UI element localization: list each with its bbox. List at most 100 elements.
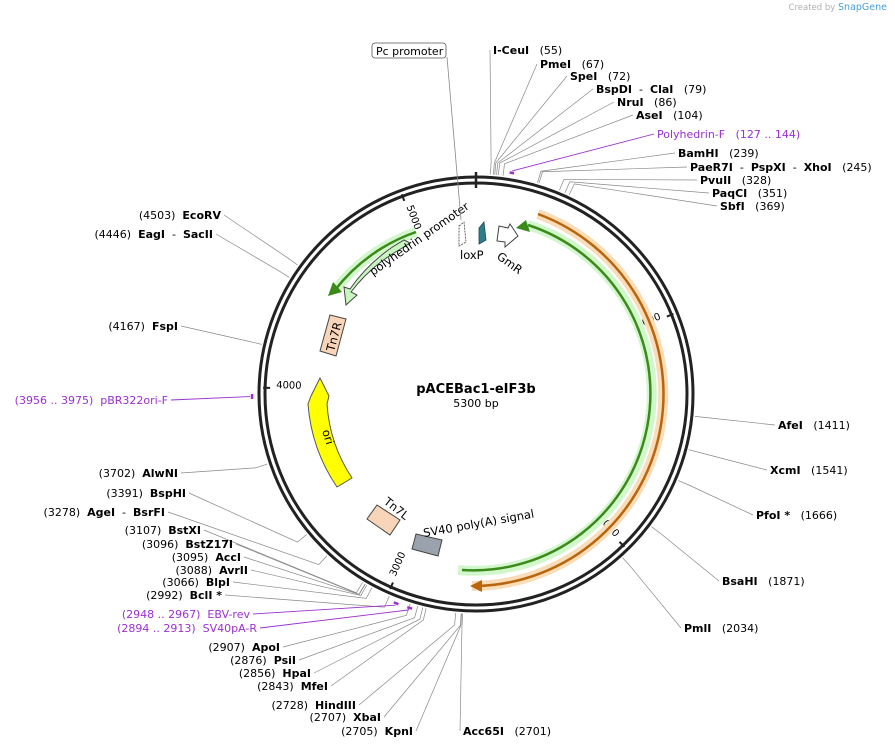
restriction-site[interactable]: AseI (104) — [636, 109, 703, 122]
primer-mark — [406, 606, 413, 610]
site-label-part: BsrFI — [133, 506, 165, 519]
sv40-feature[interactable] — [411, 533, 443, 557]
site-label: (2705) KpnI — [341, 725, 413, 738]
site-label-part: (72) — [597, 70, 630, 83]
restriction-site[interactable]: PaqCI (351) — [712, 187, 787, 200]
primer-label[interactable]: (3956 .. 3975) pBR322ori-F — [15, 394, 168, 407]
site-label: AfeI (1411) — [778, 419, 850, 432]
restriction-site[interactable]: (2843) MfeI — [257, 680, 328, 693]
orf-arc — [477, 212, 665, 588]
tick-mark — [618, 541, 626, 548]
site-label-part: I-CeuI — [493, 44, 529, 57]
site-label-part: BlpI — [206, 576, 230, 589]
restriction-site[interactable]: PvuII (328) — [700, 174, 771, 187]
restriction-site[interactable]: (4446) EagI - SacII — [94, 228, 213, 241]
restriction-site[interactable]: BsaHI (1871) — [722, 575, 805, 588]
tick-mark — [666, 313, 674, 318]
restriction-site[interactable]: PmlI (2034) — [684, 622, 758, 635]
site-label-part: XbaI — [353, 711, 381, 724]
site-label: (3066) BlpI — [162, 576, 230, 589]
restriction-site[interactable]: (4167) FspI — [108, 320, 178, 333]
site-label-part: PmlI — [684, 622, 711, 635]
site-label-part: (79) — [673, 83, 706, 96]
site-label-part: (3088) — [176, 564, 220, 577]
site-label-part: (351) — [747, 187, 787, 200]
site-leader — [383, 613, 462, 718]
ori-label: ori — [319, 428, 337, 447]
restriction-site[interactable]: PfoI * (1666) — [756, 509, 837, 522]
site-leader — [235, 543, 366, 595]
primer-label[interactable]: (2948 .. 2967) EBV-rev — [122, 608, 251, 621]
site-label: PvuII (328) — [700, 174, 771, 187]
site-leader — [622, 557, 682, 629]
site-label: NruI (86) — [617, 96, 677, 109]
gmr-feature[interactable] — [343, 239, 412, 307]
restriction-site[interactable]: (2907) ApoI — [208, 641, 280, 654]
site-leader — [564, 181, 710, 194]
primer-label[interactable]: Polyhedrin-F (127 .. 144) — [657, 128, 800, 141]
restriction-site[interactable]: (2856) HpaI — [239, 667, 311, 680]
site-leader — [180, 325, 262, 345]
site-leader — [537, 152, 676, 183]
site-label-part: Acc65I — [463, 725, 504, 738]
site-leader — [496, 88, 594, 175]
restriction-site[interactable]: NruI (86) — [617, 96, 677, 109]
site-leader — [232, 581, 373, 599]
restriction-site[interactable]: (4503) EcoRV — [139, 209, 222, 222]
restriction-site[interactable]: (2728) HindIII — [271, 699, 356, 712]
site-label-part: (2701) — [504, 725, 551, 738]
site-label-part: - — [165, 228, 183, 241]
restriction-site[interactable]: PmeI (67) — [540, 58, 604, 71]
restriction-site[interactable]: (3107) BstXI — [125, 524, 201, 537]
site-label: BamHI (239) — [678, 147, 759, 160]
restriction-site[interactable]: AfeI (1411) — [778, 419, 850, 432]
ori-feature[interactable] — [307, 376, 353, 488]
primer-mark — [509, 171, 515, 175]
site-label-part: HpaI — [282, 667, 311, 680]
tn7r-feature[interactable] — [319, 314, 347, 357]
site-leader — [498, 101, 615, 176]
restriction-site[interactable]: (3391) BspHI — [106, 487, 186, 500]
site-label-part: (2034) — [711, 622, 758, 635]
restriction-site[interactable]: (2707) XbaI — [310, 711, 381, 724]
restriction-site[interactable]: (3278) AgeI - BsrFI — [44, 506, 165, 519]
site-label: I-CeuI (55) — [493, 44, 562, 57]
site-label-part: AfeI — [778, 419, 803, 432]
tn7l-feature[interactable] — [366, 504, 401, 536]
site-label: PfoI * (1666) — [756, 509, 837, 522]
primer-label[interactable]: (2894 .. 2913) SV40pA-R — [117, 622, 257, 635]
restriction-site[interactable]: PaeR7I - PspXI - XhoI (245) — [690, 161, 872, 174]
site-label-part: (1541) — [801, 464, 848, 477]
site-leader — [298, 606, 419, 661]
restriction-site[interactable]: XcmI (1541) — [770, 464, 848, 477]
restriction-site[interactable]: BspDI - ClaI (79) — [596, 83, 706, 96]
loxp-feature[interactable] — [478, 221, 487, 245]
restriction-site[interactable]: SpeI (72) — [570, 70, 630, 83]
pc-promoter-feature[interactable] — [458, 221, 467, 247]
restriction-site[interactable]: (2705) KpnI — [341, 725, 413, 738]
site-label-part: PaqCI — [712, 187, 747, 200]
site-leader — [502, 114, 634, 176]
restriction-site[interactable]: (2876) PsiI — [230, 654, 296, 667]
restriction-site[interactable]: BamHI (239) — [678, 147, 759, 160]
restriction-site[interactable]: (3066) BlpI — [162, 576, 230, 589]
site-leader — [203, 529, 363, 594]
restriction-site[interactable]: (3702) AlwNI — [99, 467, 178, 480]
site-label-part: (1666) — [790, 509, 837, 522]
site-label: (3096) BstZ17I — [142, 538, 233, 551]
restriction-site[interactable]: SbfI (369) — [720, 200, 785, 213]
site-label-part: PspXI — [751, 161, 786, 174]
polyhedrin-promoter-feature[interactable] — [496, 223, 519, 249]
restriction-site[interactable]: Acc65I (2701) — [463, 725, 551, 738]
site-label-part: (4446) — [94, 228, 138, 241]
gmr-label: polyhedrin promoter — [367, 199, 472, 278]
gene-arc — [461, 223, 652, 572]
site-label-part: XcmI — [770, 464, 801, 477]
site-leader — [568, 183, 718, 207]
restriction-site[interactable]: (2992) BclI * — [146, 589, 222, 602]
restriction-site[interactable]: (3095) AccI — [172, 551, 241, 564]
site-label: (4167) FspI — [108, 320, 178, 333]
restriction-site[interactable]: (3088) AvrII — [176, 564, 248, 577]
restriction-site[interactable]: (3096) BstZ17I — [142, 538, 233, 551]
restriction-site[interactable]: I-CeuI (55) — [493, 44, 562, 57]
